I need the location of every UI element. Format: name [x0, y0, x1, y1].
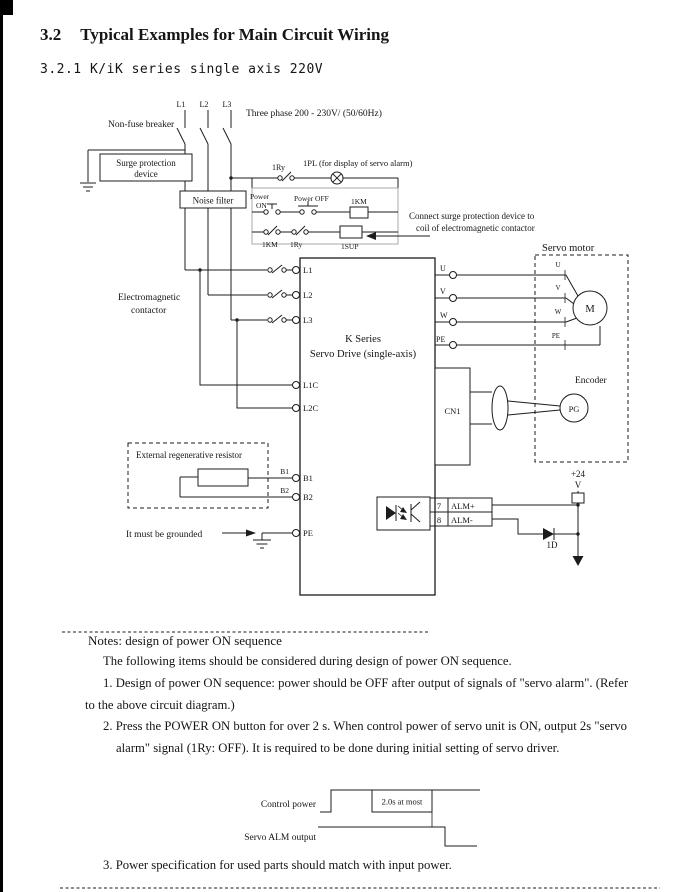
- motor-v-label: V: [555, 284, 560, 292]
- surge-protection: Surge protection device: [80, 149, 193, 192]
- ext-b2-label: B2: [280, 486, 289, 495]
- diode-1d-label: 1D: [547, 540, 559, 550]
- servo-drive: K Series Servo Drive (single-axis) L1 L2…: [292, 257, 436, 596]
- power-on-label-line1: Power: [250, 192, 270, 201]
- note-3: 3. Power specification for used parts sh…: [103, 858, 452, 872]
- wire-w-label: W: [440, 311, 448, 320]
- drive-name-line2: Servo Drive (single-axis): [310, 349, 417, 360]
- servo-alm-waveform: [318, 826, 477, 847]
- section-heading: 3.2 Typical Examples for Main Circuit Wi…: [40, 25, 389, 45]
- section-title: Typical Examples for Main Circuit Wiring: [80, 25, 389, 44]
- scan-artifact-corner: [0, 0, 13, 15]
- encoder-pg-icon: [559, 393, 589, 423]
- terminal-l2c-label: L2C: [303, 403, 318, 413]
- terminal-l2-label: L2: [303, 290, 312, 300]
- ext-b1-label: B1: [280, 467, 289, 476]
- power-off-label: Power OFF: [294, 194, 329, 203]
- connect-note-line1: Connect surge protection device to: [409, 211, 535, 221]
- subsection-title: 3.2.1 K/iK series single axis 220V: [40, 62, 324, 77]
- note-2-line1: 2. Press the POWER ON button for over 2 …: [103, 719, 628, 733]
- section-number: 3.2: [40, 25, 62, 44]
- sup-1sup-label: 1SUP: [341, 242, 359, 251]
- connect-note-line2: coil of electromagnetic contactor: [416, 223, 535, 233]
- noise-filter: Noise filter: [179, 190, 247, 320]
- terminal-l1c-label: L1C: [303, 380, 318, 390]
- volt-label: V: [575, 480, 582, 490]
- terminal-pe-label: PE: [303, 528, 313, 538]
- cn1-connector: CN1: [434, 367, 561, 466]
- surge-box-label-line1: Surge protection: [116, 158, 176, 168]
- relay-1ry-label: 1Ry: [272, 163, 285, 172]
- alm-minus-label: ALM-: [451, 515, 473, 525]
- wire-v-label: V: [440, 287, 446, 296]
- motor-u-label: U: [555, 261, 560, 269]
- motor-pe-label: PE: [552, 332, 560, 340]
- plus24-label: +24: [571, 469, 586, 479]
- note-1-line1: 1. Design of power ON sequence: power sh…: [103, 676, 629, 690]
- notes-title: Notes: design of power ON sequence: [88, 633, 282, 648]
- surge-box-label-line2: device: [134, 169, 157, 179]
- control-circuit: 1Ry 1PL (for display of servo alarm) Pow…: [229, 158, 535, 251]
- control-power-label: Control power: [261, 800, 317, 810]
- connect-note-arrow-icon: [366, 232, 376, 240]
- terminal-l3-label: L3: [303, 315, 312, 325]
- regenerative-resistor: External regenerative resistor B1 B2: [127, 442, 293, 509]
- wire-u-label: U: [440, 264, 446, 273]
- phase-l2-label: L2: [200, 100, 209, 109]
- grounding: It must be grounded: [126, 529, 293, 549]
- contact-1ry-label: 1Ry: [290, 240, 302, 249]
- phase-l3-label: L3: [223, 100, 232, 109]
- note-1-line2: to the above circuit diagram.): [85, 698, 235, 712]
- note-2-line2: alarm" signal (1Ry: OFF). It is required…: [116, 741, 560, 755]
- motor-m-label: M: [585, 304, 595, 315]
- resistor-icon: [197, 468, 249, 487]
- motor-w-label: W: [555, 308, 562, 316]
- diode-1d-icon: [543, 528, 554, 540]
- duration-label: 2.0s at most: [382, 797, 423, 807]
- contact-1km-label: 1KM: [262, 240, 278, 249]
- contactor-label-line1: Electromagnetic: [118, 293, 180, 303]
- contactor-pole-3: [267, 314, 293, 324]
- alarm-output: 7 ALM+ 8 ALM- +24 V 1D: [376, 469, 586, 566]
- electromagnetic-contactor: Electromagnetic contactor: [118, 264, 293, 409]
- contactor-pole-2: [267, 289, 293, 299]
- contactor-label-line2: contactor: [131, 306, 167, 316]
- cn1-label: CN1: [444, 406, 460, 416]
- encoder-pg-label: PG: [569, 404, 580, 414]
- notes-intro: The following items should be considered…: [103, 654, 512, 668]
- lamp-1pl-label: 1PL (for display of servo alarm): [303, 158, 413, 168]
- non-fuse-breaker-label: Non-fuse breaker: [108, 119, 175, 130]
- alm-plus-label: ALM+: [451, 501, 475, 511]
- regen-label: External regenerative resistor: [136, 450, 242, 460]
- timing-diagram: Control power 2.0s at most Servo ALM out…: [244, 789, 480, 847]
- terminal-b2-label: B2: [303, 492, 313, 502]
- motor-icon: [572, 290, 608, 326]
- contactor-pole-1: [267, 264, 293, 274]
- terminal-l1-label: L1: [303, 265, 312, 275]
- noise-filter-label: Noise filter: [193, 196, 234, 206]
- motor-wiring: U V W PE: [435, 264, 601, 349]
- grounded-arrow-icon: [246, 529, 256, 537]
- coil-1km-label: 1KM: [351, 197, 367, 206]
- optocoupler-icon: [386, 501, 421, 523]
- terminal-b1-label: B1: [303, 473, 313, 483]
- ground-arrow-icon: [572, 556, 584, 566]
- encoder-label: Encoder: [575, 376, 607, 386]
- servo-motor-label: Servo motor: [542, 243, 595, 254]
- wire-pe-label: PE: [436, 335, 445, 344]
- phase-l1-label: L1: [177, 100, 186, 109]
- servo-alm-label: Servo ALM output: [244, 833, 316, 843]
- power-on-label-line2: ON: [256, 201, 267, 210]
- three-phase-label: Three phase 200 - 230V/ (50/60Hz): [246, 108, 382, 119]
- cable-icon: [491, 385, 509, 431]
- grounded-label: It must be grounded: [126, 530, 203, 540]
- pullup-resistor-icon: [571, 492, 585, 504]
- scan-artifact-left-edge: [0, 0, 3, 892]
- pin7-label: 7: [437, 501, 441, 511]
- servo-motor: Servo motor U V W PE M Encoder PG: [534, 243, 629, 463]
- drive-name-line1: K Series: [345, 334, 381, 345]
- pin8-label: 8: [437, 515, 441, 525]
